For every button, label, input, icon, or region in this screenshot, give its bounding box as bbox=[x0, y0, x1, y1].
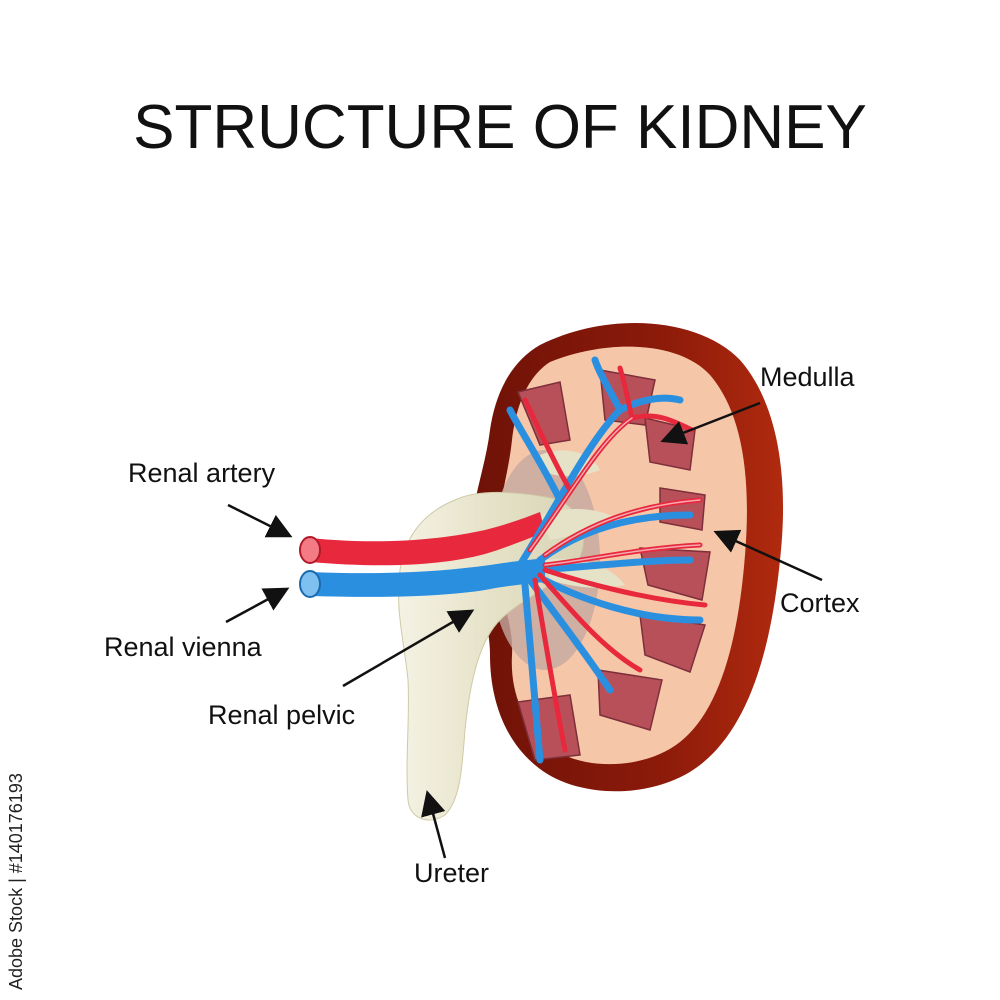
calyx bbox=[540, 508, 620, 540]
pyramid bbox=[516, 381, 571, 446]
renal-artery-arrow bbox=[227, 503, 293, 538]
renal-vein bbox=[310, 558, 545, 597]
label-ureter: Ureter bbox=[414, 858, 490, 888]
renal-vein-opening bbox=[299, 570, 321, 598]
label-renal-artery: Renal artery bbox=[128, 458, 276, 488]
renal-vienna-arrow bbox=[225, 587, 290, 624]
label-medulla: Medulla bbox=[760, 362, 855, 392]
cortex-arrow bbox=[713, 529, 823, 582]
renal-pelvic-arrow bbox=[342, 609, 475, 688]
renal-artery-opening bbox=[299, 536, 321, 564]
label-renal-pelvic: Renal pelvic bbox=[208, 700, 356, 730]
diagram-title: STRUCTURE OF KIDNEY bbox=[133, 93, 867, 162]
label-cortex: Cortex bbox=[780, 588, 860, 618]
label-renal-vienna: Renal vienna bbox=[104, 632, 262, 662]
pyramid bbox=[597, 669, 663, 731]
medulla-arrow bbox=[660, 401, 761, 445]
renal-artery bbox=[310, 512, 545, 566]
ureter-arrow bbox=[421, 790, 447, 859]
leader-arrows bbox=[225, 401, 823, 859]
stock-id: Adobe Stock | #140176193 bbox=[6, 773, 26, 990]
vessel-branches bbox=[506, 356, 708, 764]
pyramid bbox=[659, 487, 706, 531]
